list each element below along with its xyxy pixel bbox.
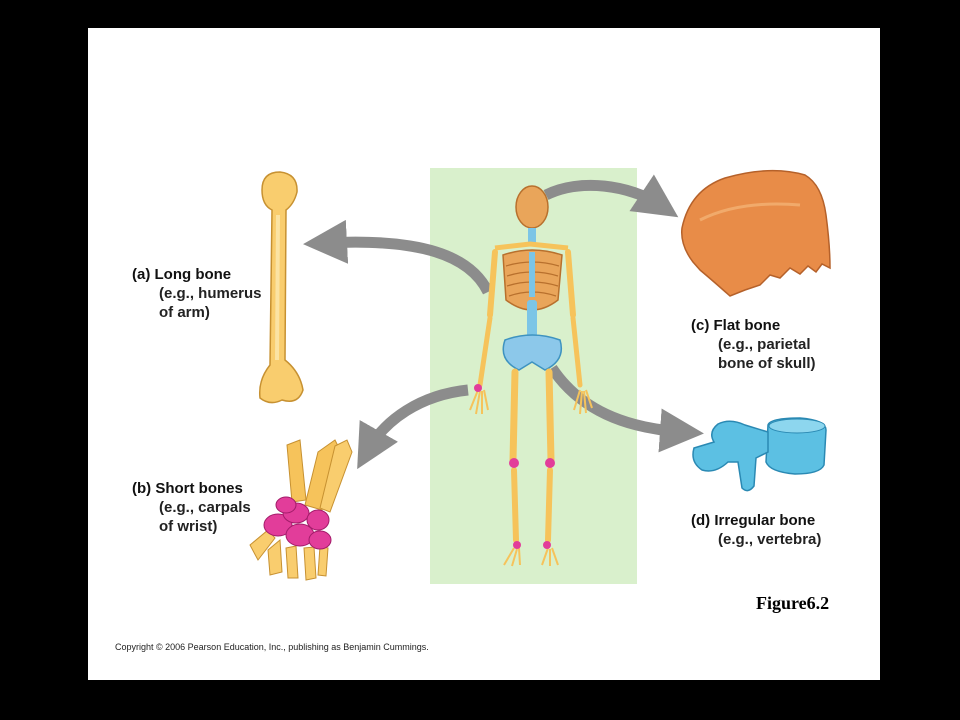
right-forearm xyxy=(570,315,583,388)
left-humerus xyxy=(487,249,498,318)
short-bones-example: (e.g., carpals xyxy=(159,499,251,516)
skull xyxy=(515,185,549,229)
short-bones-title: (b) Short bones xyxy=(132,480,243,497)
cervical-spine xyxy=(528,228,536,244)
long-bone-example-2: of arm) xyxy=(159,304,210,321)
left-patella xyxy=(509,458,519,468)
label-flat-bone: (c) Flat bone (e.g., parietal bone of sku… xyxy=(691,316,816,373)
right-humerus xyxy=(565,249,576,318)
clavicles xyxy=(494,241,569,251)
figure-number: Figure6.2 xyxy=(756,593,830,613)
skeleton xyxy=(469,185,593,567)
pelvis xyxy=(502,334,563,371)
irregular-bone-vertebra xyxy=(692,417,827,492)
long-bone-example: (e.g., humerus xyxy=(159,285,262,302)
left-tibia xyxy=(511,467,519,543)
irregular-bone-example: (e.g., vertebra) xyxy=(718,531,822,548)
short-bones-example-2: of wrist) xyxy=(159,518,218,535)
arrow-to-long-bone xyxy=(303,219,493,295)
label-long-bone: (a) Long bone (e.g., humerus of arm) xyxy=(132,265,262,322)
right-tibia xyxy=(545,467,553,543)
left-tarsals xyxy=(513,541,521,549)
short-bones-wrist xyxy=(249,439,353,581)
sternum xyxy=(529,252,535,297)
flat-bone-title: (c) Flat bone xyxy=(691,317,781,334)
long-bone-humerus xyxy=(258,171,304,404)
arrow-to-short-bones xyxy=(357,384,469,470)
right-femur xyxy=(545,368,555,464)
flat-bone-example-2: bone of skull) xyxy=(718,355,816,372)
label-short-bones: (b) Short bones (e.g., carpals of wrist) xyxy=(132,479,251,536)
flat-bone-parietal xyxy=(680,169,831,297)
label-irregular-bone: (d) Irregular bone (e.g., vertebra) xyxy=(691,511,821,549)
right-tarsals xyxy=(543,541,551,549)
arrow-to-flat-bone xyxy=(543,174,679,218)
left-forearm xyxy=(477,315,493,388)
long-bone-title: (a) Long bone xyxy=(132,266,232,283)
wrist-carpals-marker xyxy=(474,384,482,392)
copyright-notice: Copyright © 2006 Pearson Education, Inc.… xyxy=(115,642,429,652)
left-femur xyxy=(509,368,519,464)
arrows xyxy=(303,174,704,470)
lumbar-spine xyxy=(527,300,537,340)
right-patella xyxy=(545,458,555,468)
flat-bone-example: (e.g., parietal xyxy=(718,336,811,353)
irregular-bone-title: (d) Irregular bone xyxy=(691,512,816,529)
arrow-to-irregular-bone xyxy=(547,364,704,453)
